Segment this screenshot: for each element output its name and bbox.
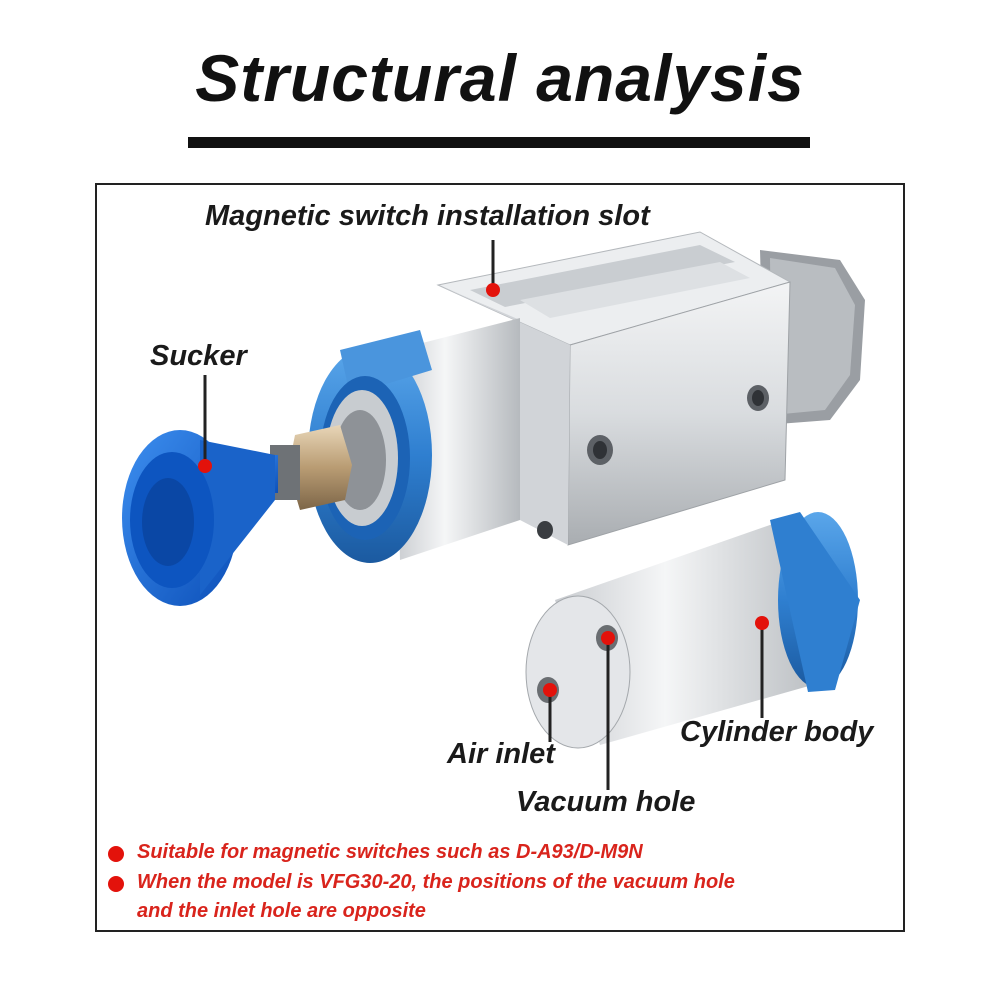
note-magnetic-switches: Suitable for magnetic switches such as D… (137, 841, 643, 863)
valve-block (436, 231, 792, 546)
front-cylinder (308, 318, 520, 563)
callout-lines (203, 240, 764, 790)
label-slot: Magnetic switch installation slot (205, 200, 650, 232)
note-model-line2: and the inlet hole are opposite (137, 900, 426, 922)
page-title: Structural analysis (195, 41, 805, 115)
cylinder-body-part (525, 512, 860, 749)
marker-slot (486, 283, 500, 297)
note-bullet (108, 876, 124, 892)
marker-cylinder-body (755, 616, 769, 630)
sucker-cup (122, 430, 275, 606)
title-underline (188, 137, 810, 148)
note-bullet (108, 846, 124, 862)
marker-air-inlet (543, 683, 557, 697)
marker-sucker (198, 459, 212, 473)
label-sucker: Sucker (150, 340, 247, 372)
callout-markers (198, 283, 769, 697)
label-cylinder-body: Cylinder body (680, 716, 874, 748)
diagram-frame (95, 183, 905, 932)
label-air-inlet: Air inlet (447, 738, 555, 770)
marker-vacuum-hole (601, 631, 615, 645)
label-vacuum-hole: Vacuum hole (516, 786, 696, 818)
note-model-line1: When the model is VFG30-20, the position… (137, 871, 735, 893)
